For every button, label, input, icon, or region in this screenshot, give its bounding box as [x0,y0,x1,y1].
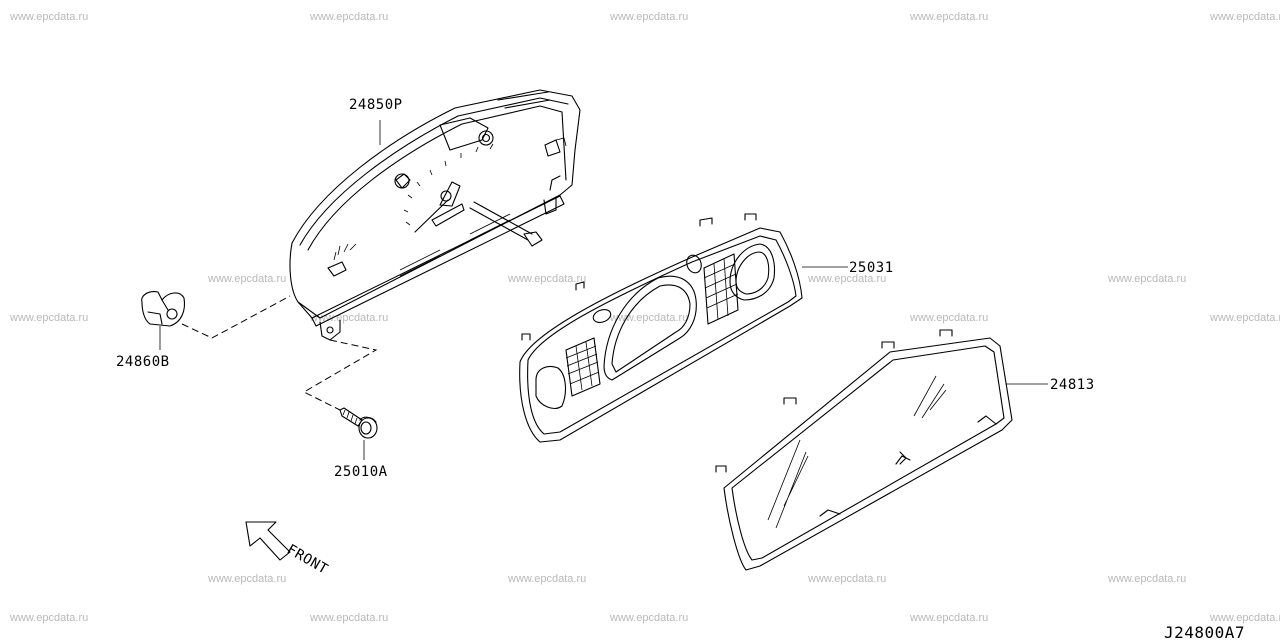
watermark-text: www.epcdata.ru [807,273,886,285]
watermark-text: www.epcdata.ru [207,273,286,285]
watermark-text: www.epcdata.ru [909,612,988,624]
screw-drawing[interactable] [339,407,378,439]
front-label: FRONT [284,542,331,578]
label-cover-glass[interactable]: 24813 [1050,377,1095,393]
watermark-text: www.epcdata.ru [609,612,688,624]
label-combination-meter[interactable]: 24850P [349,97,403,113]
watermark-text: www.epcdata.ru [909,11,988,23]
watermark-text: www.epcdata.ru [207,573,286,585]
label-screw[interactable]: 25010A [334,464,388,480]
watermark-layer: www.epcdata.ru www.epcdata.ru www.epcdata.… [9,11,1280,624]
watermark-text: www.epcdata.ru [507,573,586,585]
watermark-text: www.epcdata.ru [1107,573,1186,585]
watermark-text: www.epcdata.ru [1209,312,1280,324]
watermark-text: www.epcdata.ru [9,312,88,324]
front-direction-arrow [245,521,291,561]
watermark-text: www.epcdata.ru [309,312,388,324]
watermark-text: www.epcdata.ru [1107,273,1186,285]
watermark-text: www.epcdata.ru [807,573,886,585]
watermark-text: www.epcdata.ru [609,11,688,23]
watermark-text: www.epcdata.ru [309,11,388,23]
clip-drawing[interactable] [141,291,186,327]
watermark-text: www.epcdata.ru [507,273,586,285]
combination-meter-drawing[interactable] [289,89,581,341]
label-finisher[interactable]: 25031 [849,260,894,276]
diagram-code: J24800A7 [1164,623,1245,640]
cover-glass-drawing[interactable] [715,329,1013,571]
watermark-text: www.epcdata.ru [1209,612,1280,624]
watermark-text: www.epcdata.ru [309,612,388,624]
watermark-text: www.epcdata.ru [9,612,88,624]
leader-lines [159,120,1048,460]
watermark-text: www.epcdata.ru [909,312,988,324]
watermark-text: www.epcdata.ru [1209,11,1280,23]
watermark-text: www.epcdata.ru [609,312,688,324]
part-labels: 24850P 25031 24813 24860B 25010A FRONT J… [116,97,1245,640]
label-clip[interactable]: 24860B [116,354,170,370]
watermark-text: www.epcdata.ru [9,11,88,23]
finisher-drawing[interactable] [519,213,803,443]
